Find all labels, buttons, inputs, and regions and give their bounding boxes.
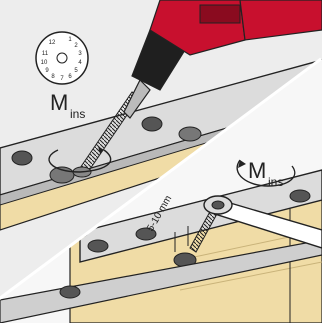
torque-label-bottom: M <box>248 158 266 183</box>
torque-subscript-top: ins <box>70 107 85 121</box>
dial-number: 11 <box>42 51 49 57</box>
torque-label-top: M <box>50 90 68 115</box>
torque-subscript-bottom: ins <box>268 175 283 189</box>
dial-number: 10 <box>41 60 48 66</box>
torque-dial: 1 2 3 4 5 6 7 8 9 10 11 12 <box>36 32 88 84</box>
dial-number: 12 <box>49 40 56 46</box>
